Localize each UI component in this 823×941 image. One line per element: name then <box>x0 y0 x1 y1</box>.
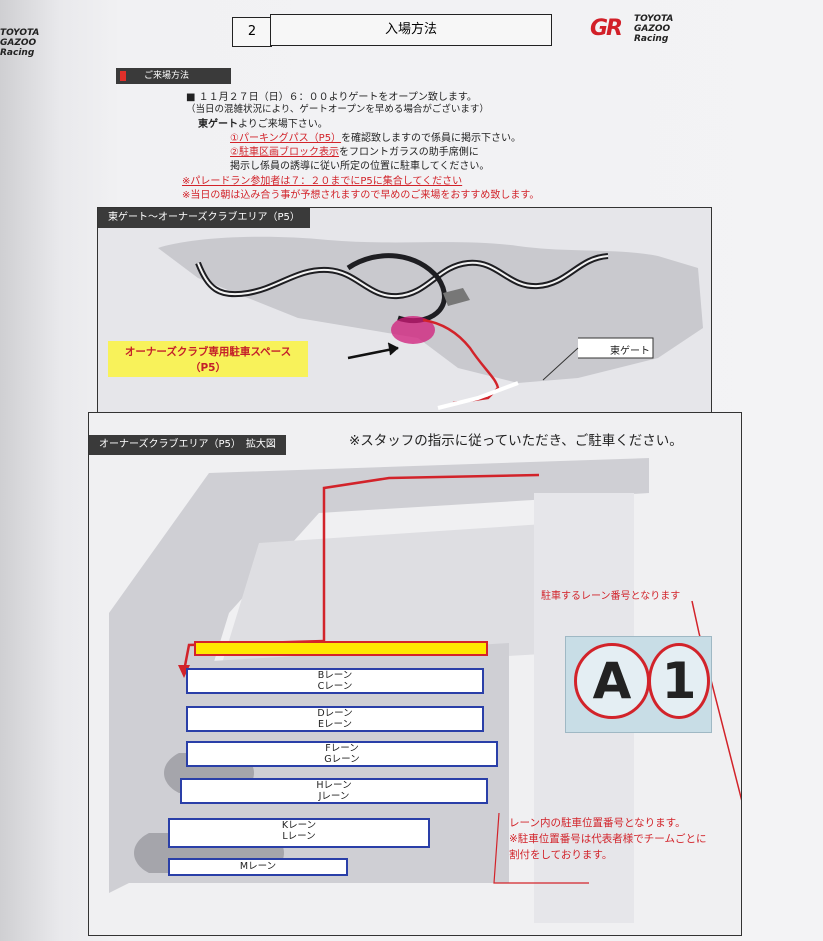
lane-block-fg: Fレーン Gレーン <box>186 741 498 767</box>
lane-block-kl: Kレーン Lレーン <box>168 818 430 848</box>
lane-letter: A <box>574 643 650 719</box>
brand-line: Racing <box>634 34 669 44</box>
lane-number-caption: 駐車するレーン番号となります <box>541 591 681 602</box>
lane-label: Fレーン <box>325 743 359 754</box>
east-gate-label: 東ゲート <box>610 346 650 357</box>
brand-line: TOYOTA <box>634 14 674 24</box>
edge-brand-line: TOYOTA <box>0 28 40 38</box>
instruction-line: ②駐車区画ブロック表示をフロントガラスの助手席側に <box>230 143 479 158</box>
east-gate-text: 東ゲート <box>198 119 238 130</box>
parade-note: ※パレードラン参加者は７：２０までにP5に集合してください <box>182 176 463 187</box>
lane-label: Jレーン <box>318 791 350 802</box>
instruction-text: を確認致しますので係員に掲示下さい。 <box>341 133 522 144</box>
instruction-line: 東ゲートよりご来場下さい。 <box>198 115 328 130</box>
position-number: 1 <box>648 643 710 719</box>
position-note-line: ※駐車位置番号は代表者様でチームごとに <box>509 833 707 845</box>
edge-brand-logo: TOYOTA GAZOO Racing <box>0 28 39 58</box>
overview-map: 東ゲート～オーナーズクラブエリア（P5） 東ゲート <box>97 207 712 419</box>
position-note-line: レーン内の駐車位置番号となります。 <box>509 817 686 829</box>
lane-label: Bレーン <box>317 670 353 681</box>
lane-label: Hレーン <box>316 780 352 791</box>
lane-label: Cレーン <box>317 681 353 692</box>
lane-label: Mレーン <box>239 861 277 872</box>
parking-code-sample: A 1 <box>565 636 712 733</box>
page-title: 入場方法 <box>270 14 552 46</box>
instruction-line: ①パーキングパス（P5）を確認致しますので係員に掲示下さい。 <box>230 129 521 144</box>
lane-label: Gレーン <box>324 754 360 765</box>
lane-label: Eレーン <box>317 719 353 730</box>
instruction-text: をフロントガラスの助手席側に <box>338 147 479 158</box>
lane-a-highlight <box>194 641 488 656</box>
block-display-text: ②駐車区画ブロック表示 <box>230 147 339 158</box>
map1-tag: 東ゲート～オーナーズクラブエリア（P5） <box>98 208 310 228</box>
staff-instruction: ※スタッフの指示に従っていただき、ご駐車ください。 <box>349 433 683 449</box>
gr-brand-logo: GR TOYOTA GAZOO Racing <box>590 14 690 44</box>
edge-brand-line: Racing <box>0 48 35 58</box>
brand-text: TOYOTA GAZOO Racing <box>634 14 673 44</box>
section-tag: ご来場方法 <box>116 68 231 84</box>
owners-parking-callout: オーナーズクラブ専用駐車スペース （P5） <box>108 341 308 377</box>
map2-tag: オーナーズクラブエリア（P5） 拡大図 <box>89 435 286 455</box>
lane-label: Dレーン <box>317 708 353 719</box>
lane-label: Kレーン <box>281 820 317 831</box>
early-arrival-note: ※当日の朝は込み合う事が予想されますので早めのご来場をおすすめ致します。 <box>182 190 540 201</box>
gr-mark: GR <box>590 16 623 41</box>
page-number: 2 <box>232 17 272 47</box>
callout-line: （P5） <box>189 362 226 374</box>
lane-block-bc: Bレーン Cレーン <box>186 668 484 694</box>
lane-block-hj: Hレーン Jレーン <box>180 778 488 804</box>
instruction-line: ■ １１月２７日（日）６：００よりゲートをオープン致します。 <box>186 92 477 103</box>
circuit-map-graphic <box>98 208 711 418</box>
instruction-text: よりご来場下さい。 <box>238 119 328 130</box>
callout-line: オーナーズクラブ専用駐車スペース <box>124 346 292 358</box>
parking-pass-text: ①パーキングパス（P5） <box>230 133 342 144</box>
instruction-line: 掲示し係員の誘導に従い所定の位置に駐車してください。 <box>230 161 490 172</box>
brand-line: GAZOO <box>634 24 671 34</box>
instruction-line: （当日の混雑状況により、ゲートオープンを早める場合がございます） <box>186 104 489 115</box>
lane-block-m: Mレーン <box>168 858 348 876</box>
edge-brand-line: GAZOO <box>0 38 37 48</box>
lane-label: Lレーン <box>282 831 316 842</box>
position-note-line: 割付をしております。 <box>509 849 613 861</box>
lane-block-de: Dレーン Eレーン <box>186 706 484 732</box>
